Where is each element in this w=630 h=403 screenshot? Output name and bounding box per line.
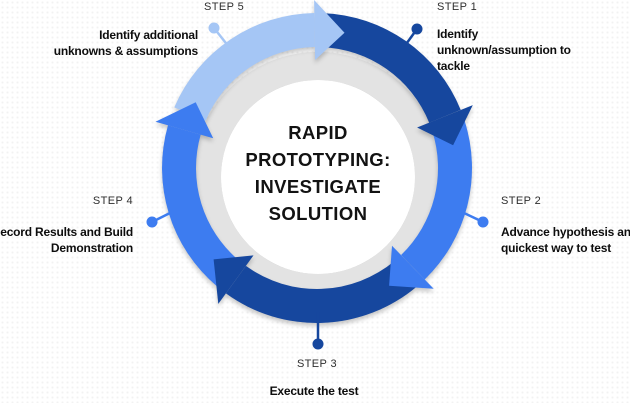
step-1-desc-line: Identify <box>437 27 479 41</box>
cycle-arrowhead-step-1 <box>417 105 473 146</box>
cycle-arc-step-3 <box>225 260 417 323</box>
callout-step-1 <box>402 23 423 48</box>
step-1-label: STEP 1 <box>437 1 478 13</box>
step-5-desc-line: unknowns & assumptions <box>53 44 198 58</box>
step-5-label: STEP 5 <box>204 1 245 13</box>
step-5-desc-line: Identify additional <box>99 28 198 42</box>
step-3-description: Execute the test <box>234 383 394 399</box>
cycle-arrowhead-step-2 <box>389 245 434 289</box>
step-2-description: Advance hypothesis and quickest way to t… <box>501 224 630 256</box>
center-title-line: PROTOTYPING: <box>245 149 391 170</box>
step-3-desc-line: Execute the test <box>269 384 359 398</box>
callout-step-2 <box>463 211 489 228</box>
center-title-line: RAPID <box>288 122 348 143</box>
step-4-label: STEP 4 <box>92 195 133 207</box>
callout-dot-step-1 <box>411 23 423 35</box>
center-hub-circle <box>221 80 415 274</box>
cycle-arc-step-1 <box>321 13 461 123</box>
step-3-label: STEP 3 <box>296 358 338 370</box>
gray-ring <box>193 52 443 302</box>
inner-ring-group <box>193 52 443 302</box>
callout-dot-step-4 <box>146 216 158 228</box>
callout-step-3 <box>312 312 324 350</box>
step-5-description: Identify additional unknowns & assumptio… <box>54 27 198 59</box>
cycle-arrows <box>155 0 473 323</box>
cycle-arc-step-2 <box>401 120 472 280</box>
step-1-desc-line: unknown/assumption to <box>437 43 571 57</box>
center-title-line: INVESTIGATE <box>254 176 382 197</box>
center-title: RAPID PROTOTYPING: INVESTIGATE SOLUTION <box>218 119 418 227</box>
center-title-line: SOLUTION <box>268 203 368 224</box>
step-2-label: STEP 2 <box>501 195 542 207</box>
cycle-arrowhead-step-3 <box>213 255 254 304</box>
cycle-arc-step-4 <box>162 125 240 287</box>
step-1-description: Identify unknown/assumption to tackle <box>437 26 571 74</box>
step-4-desc-line: Demonstration <box>50 241 133 255</box>
step-1-desc-line: tackle <box>437 59 470 73</box>
cycle-arrowhead-step-4 <box>155 102 214 139</box>
callout-dot-step-3 <box>312 338 324 350</box>
callout-dot-step-2 <box>477 216 489 228</box>
callout-step-4 <box>146 211 171 228</box>
step-4-desc-line: Record Results and Build <box>0 225 133 239</box>
callout-step-5 <box>208 22 230 48</box>
step-4-description: Record Results and Build Demonstration <box>0 224 133 256</box>
cycle-arrowhead-step-5 <box>314 0 345 60</box>
step-2-desc-line: quickest way to test <box>501 241 612 255</box>
cycle-arc-step-5 <box>174 13 315 121</box>
callout-dot-step-5 <box>208 22 220 34</box>
step-2-desc-line: Advance hypothesis and <box>501 225 630 239</box>
